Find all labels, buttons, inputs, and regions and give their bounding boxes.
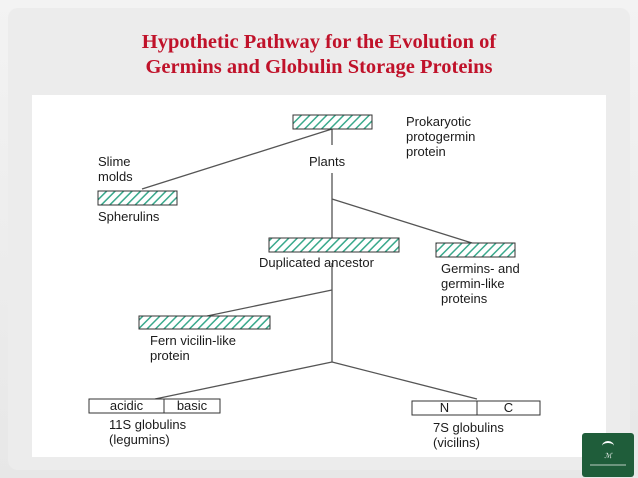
germins-line-2: germin-like bbox=[441, 276, 505, 291]
edge-to-germins bbox=[331, 198, 473, 244]
prokaryotic-line-2: protogermin bbox=[406, 129, 476, 144]
legumin-basic-text: basic bbox=[176, 398, 208, 413]
germins-line-1: Germins- and bbox=[441, 261, 520, 276]
slime-molds-label: Slime molds bbox=[98, 154, 133, 184]
spherulins-label: Spherulins bbox=[98, 209, 160, 224]
vicilin-c-text: C bbox=[503, 400, 514, 415]
logo-tagline-icon bbox=[590, 464, 626, 466]
root-protein-bar bbox=[292, 114, 373, 130]
legumin-acidic-text: acidic bbox=[109, 398, 144, 413]
legumin-basic-box bbox=[163, 398, 221, 414]
legumins-label: 11S globulins (legumins) bbox=[109, 417, 186, 447]
edge-to-legumins bbox=[154, 361, 333, 400]
prokaryotic-protogermin-label: Prokaryotic protogermin protein bbox=[406, 114, 475, 159]
vicilin-n-text: N bbox=[439, 400, 450, 415]
vicilins-line-2: (vicilins) bbox=[433, 435, 480, 450]
slide-title-line-2: Germins and Globulin Storage Proteins bbox=[145, 56, 493, 78]
fern-vicilin-label: Fern vicilin-like protein bbox=[150, 333, 236, 363]
logo-mark-icon bbox=[602, 441, 614, 451]
vicilins-label: 7S globulins (vicilins) bbox=[433, 420, 504, 450]
prokaryotic-line-1: Prokaryotic bbox=[406, 114, 472, 129]
germins-line-3: proteins bbox=[441, 291, 488, 306]
brand-logo: ℳ bbox=[582, 433, 634, 477]
fern-line-2: protein bbox=[150, 348, 190, 363]
germins-label: Germins- and germin-like proteins bbox=[441, 261, 520, 306]
legumins-line-2: (legumins) bbox=[109, 432, 170, 447]
slime-molds-line-2: molds bbox=[98, 169, 133, 184]
edge-to-fern bbox=[206, 289, 333, 317]
duplicated-ancestor-bar bbox=[268, 237, 400, 253]
vicilins-line-1: 7S globulins bbox=[433, 420, 504, 435]
plants-label: Plants bbox=[309, 154, 346, 169]
pathway-diagram: Prokaryotic protogermin protein Slime mo… bbox=[32, 95, 606, 457]
fern-line-1: Fern vicilin-like bbox=[150, 333, 236, 348]
germins-bar bbox=[435, 242, 516, 258]
vicilin-c-box bbox=[476, 400, 541, 416]
logo-wordmark-icon: ℳ bbox=[604, 452, 612, 460]
pathway-diagram-svg bbox=[88, 114, 541, 416]
slime-molds-line-1: Slime bbox=[98, 154, 131, 169]
slide-title: Hypothetic Pathway for the Evolution of … bbox=[0, 30, 638, 80]
prokaryotic-line-3: protein bbox=[406, 144, 446, 159]
edge-root-to-slime-molds bbox=[141, 128, 333, 190]
duplicated-ancestor-label: Duplicated ancestor bbox=[259, 255, 374, 270]
legumins-line-1: 11S globulins bbox=[109, 417, 187, 432]
fern-bar bbox=[138, 315, 271, 330]
spherulins-bar bbox=[97, 190, 178, 206]
edge-to-vicilins bbox=[331, 361, 478, 400]
slide-title-line-1: Hypothetic Pathway for the Evolution of bbox=[141, 31, 497, 53]
